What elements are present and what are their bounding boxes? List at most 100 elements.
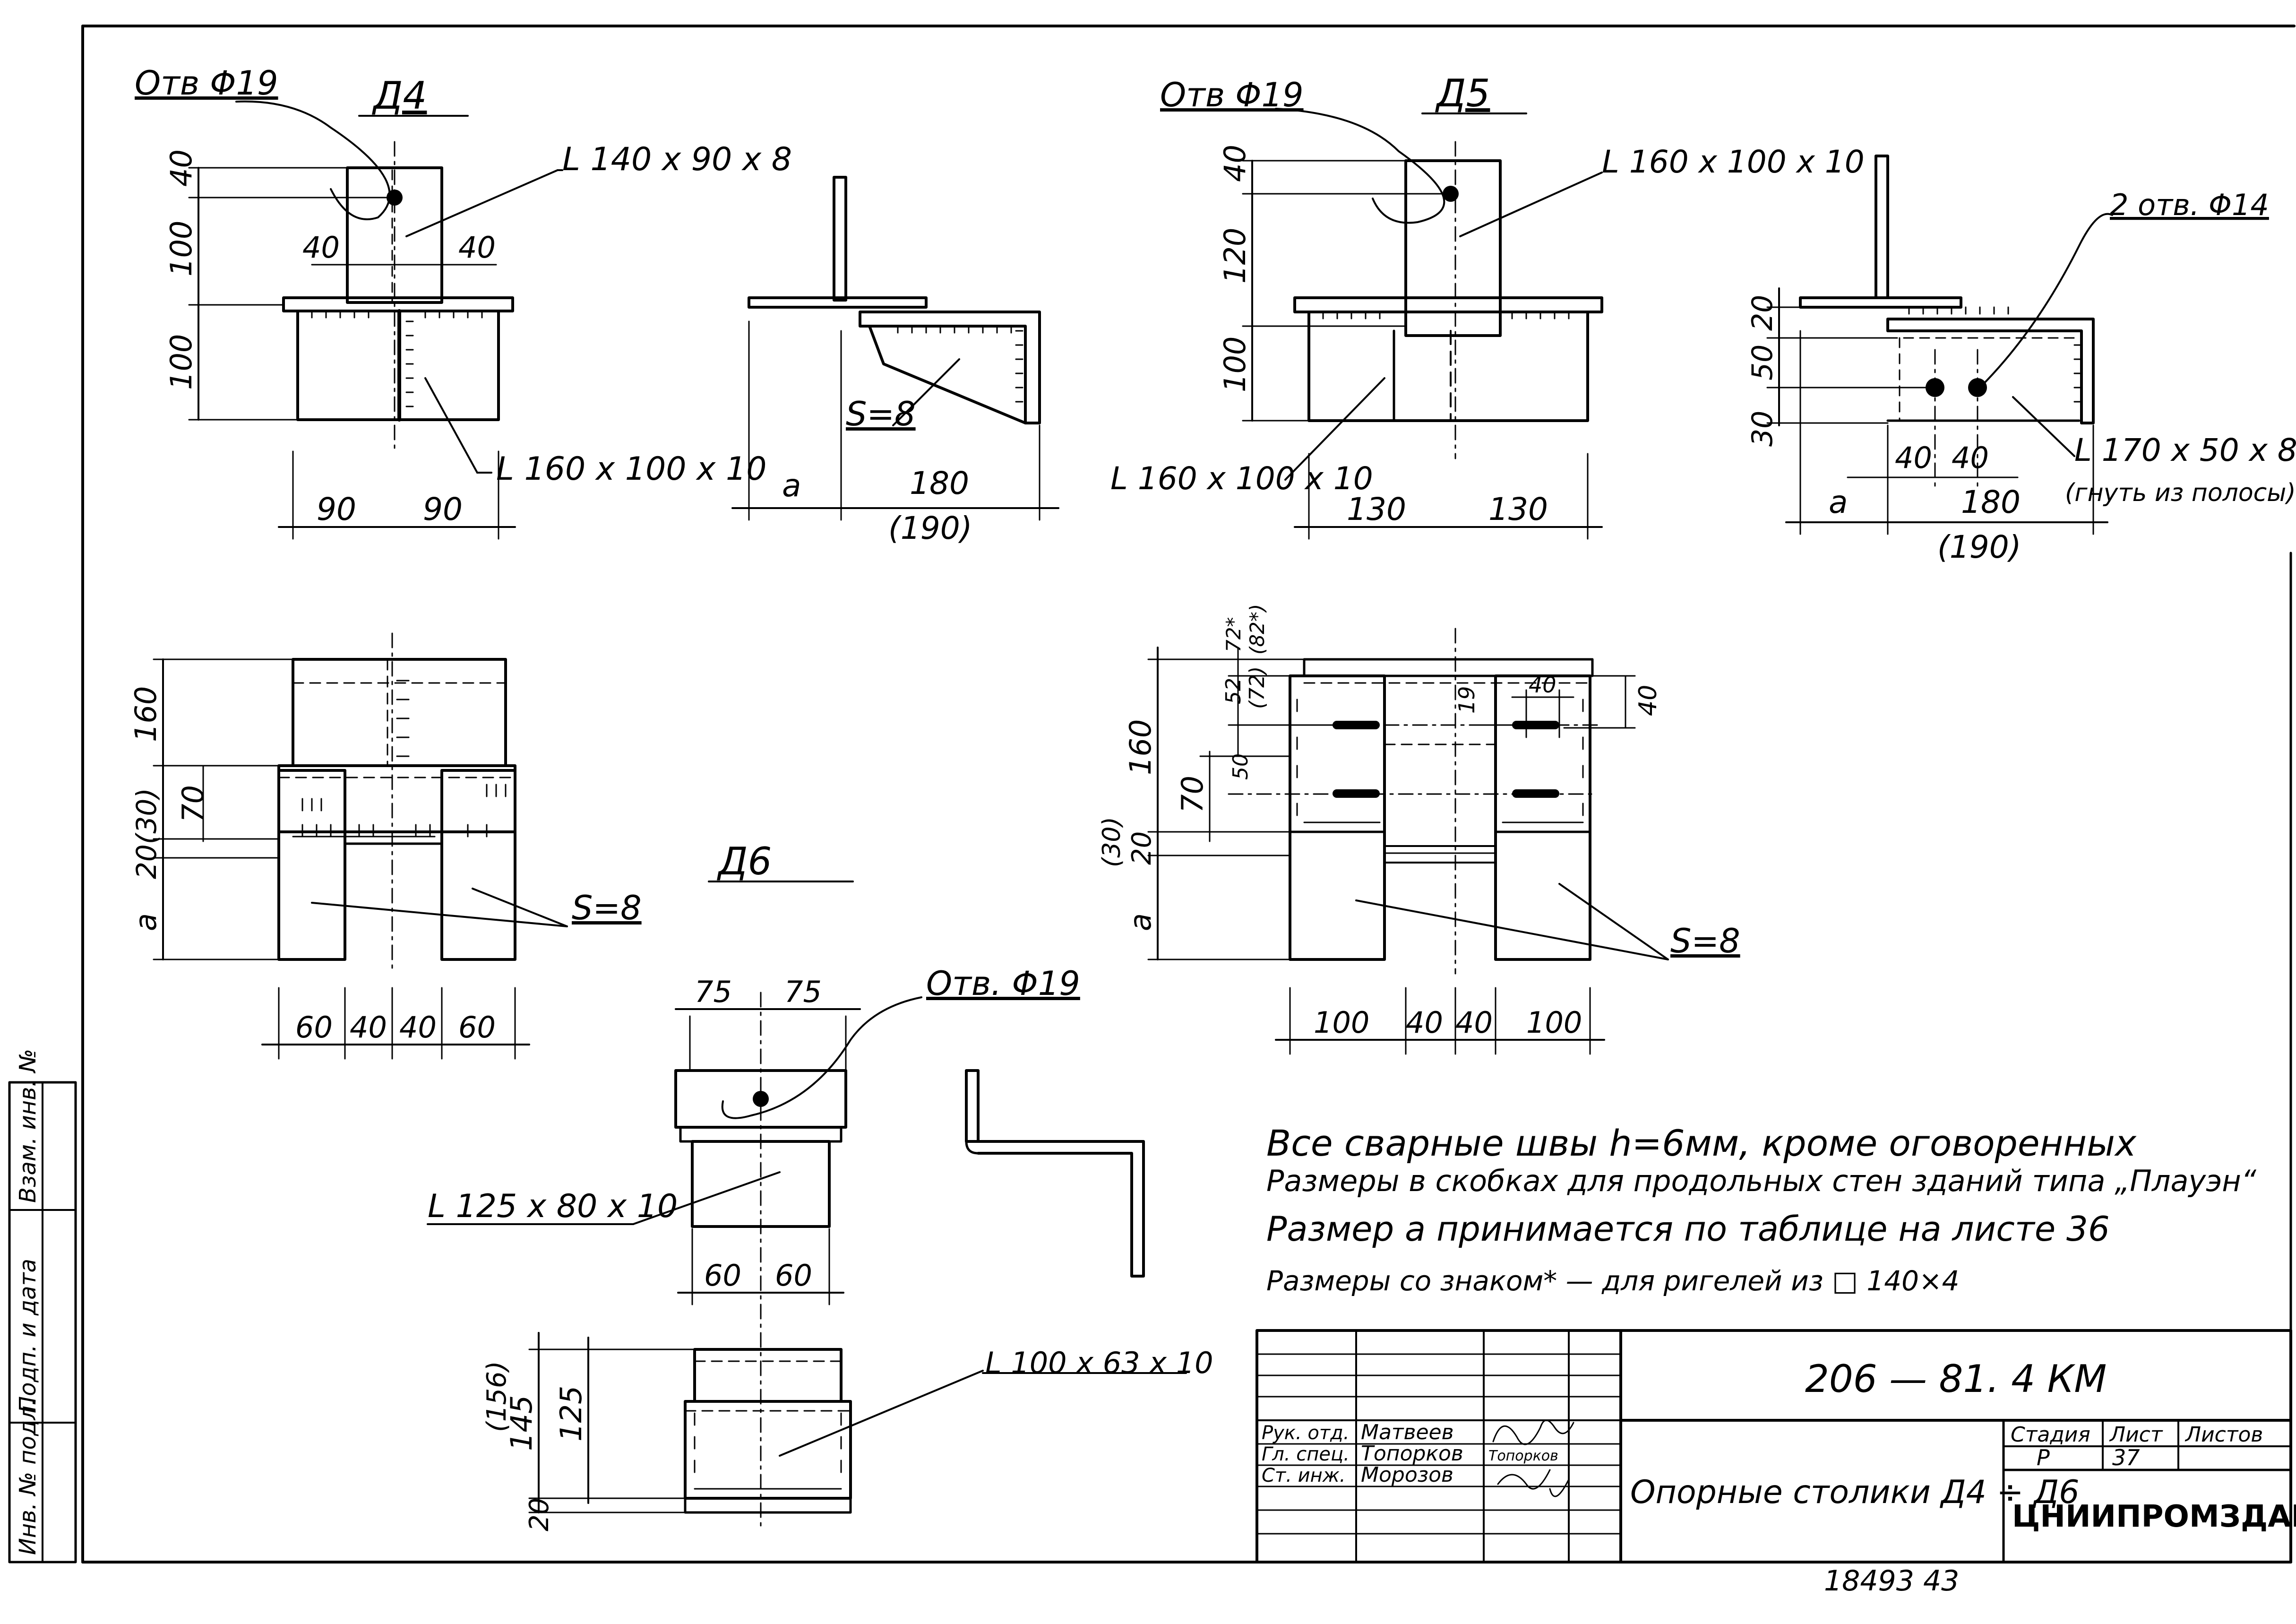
plan-right-dim-v8: (30) <box>1098 817 1126 867</box>
title-block: Рук. отд. Матвеев Гл. спец. Топорков Топ… <box>1255 1329 2296 1564</box>
d4-dim-b1: 90 <box>317 491 356 527</box>
tb-h-stage: Стадия <box>2011 1423 2090 1447</box>
plan-right-plate: S=8 <box>1670 922 1740 960</box>
notes-block: Все сварные швы h=6мм, кроме оговоренных… <box>1266 1122 2257 1297</box>
d4-hole-label: Отв Φ19 <box>135 64 278 103</box>
plan-left-dim-b4: 60 <box>458 1010 496 1045</box>
stamp-inv-no: Инв. № подл. <box>15 1399 41 1555</box>
d5-dim-b2: 130 <box>1488 491 1548 527</box>
d5-side-hole-dim-1: 40 <box>1895 441 1932 475</box>
d5-side-angle-note: (гнуть из полосы) <box>2065 479 2296 507</box>
d5-dim-v2: 120 <box>1218 228 1252 284</box>
d4-side-dim-a: a <box>782 467 801 504</box>
d5-dim-v3: 100 <box>1218 337 1252 392</box>
plan-right-dim-v7: 70 <box>1175 776 1210 813</box>
slot-right-bottom <box>1512 789 1559 798</box>
note-welds: Все сварные швы h=6мм, кроме оговоренных <box>1266 1122 2137 1164</box>
plan-right-dim-v5: 50 <box>1229 753 1253 780</box>
plan-left-dim-b3: 40 <box>399 1010 437 1045</box>
plan-left-dim-v1: 160 <box>129 686 163 742</box>
plan-right-dim-v2: (82*) <box>1246 604 1269 655</box>
plan-right-dim-v6: 160 <box>1123 719 1158 775</box>
view-d4-side: S=8 a 180 (190) <box>731 176 1059 546</box>
tb-name-3: Морозов <box>1361 1463 1453 1487</box>
margin-stamp: Инв. № подл. Подп. и дата Взам. инв. № <box>8 1049 77 1564</box>
stamp-sign-date: Подп. и дата <box>15 1259 41 1413</box>
d4-angle-bottom: L 160 x 100 x 10 <box>496 450 767 488</box>
view-d5-side: 2 отв. Φ14 L 170 x 50 x 8 (гнуть из поло… <box>1746 155 2296 565</box>
d6-dim-v1: (156) <box>482 1361 512 1432</box>
d4-dim-v3: 100 <box>164 334 198 390</box>
plan-right-dim-b1: 100 <box>1314 1005 1369 1040</box>
d4-dim-b2: 90 <box>423 491 463 527</box>
plan-right-dim-v4: (72) <box>1245 666 1269 709</box>
tb-name-1: Матвеев <box>1361 1420 1454 1444</box>
d5-side-dim-v3: 30 <box>1746 411 1779 447</box>
d4-side-dim-len-alt: (190) <box>888 510 972 546</box>
d4-dim-v1: 40 <box>164 149 198 187</box>
footer-number: 18493 43 <box>1824 1564 1959 1598</box>
d4-dim-v2: 100 <box>164 221 198 276</box>
plan-right-slot-3: 40 <box>1634 685 1662 716</box>
d6-angle-bottom: L 100 x 63 x 10 <box>985 1346 1213 1380</box>
d5-dim-b1: 130 <box>1347 491 1406 527</box>
view-d4-front: Д4 Отв Φ19 L 140 x 90 x 8 L 160 x 100 x … <box>135 64 792 540</box>
d5-side-angle: L 170 x 50 x 8 <box>2074 432 2296 468</box>
tb-role-2: Гл. спец. <box>1262 1443 1350 1465</box>
note-brackets: Размеры в скобках для продольных стен зд… <box>1266 1164 2257 1198</box>
plan-left-dim-b2: 40 <box>350 1010 387 1045</box>
plan-right-dim-b3: 40 <box>1455 1005 1493 1040</box>
d5-side-hole-dim-2: 40 <box>1952 441 1989 475</box>
d6-dim-v3: 125 <box>554 1386 588 1442</box>
view-d6-front: Отв. Φ19 75 75 L 125 x 80 x 10 60 60 L 1… <box>427 964 1213 1532</box>
d5-hole-label: Отв Φ19 <box>1160 76 1304 114</box>
plan-left-dim-v4: a <box>129 913 163 931</box>
tb-signatures <box>1492 1419 1574 1497</box>
d5-side-dim-v2: 50 <box>1746 345 1779 380</box>
d6-dim-mid1: 60 <box>704 1258 741 1293</box>
d6-dim-v2: 145 <box>504 1395 539 1451</box>
tb-sheet: 37 <box>2112 1445 2140 1470</box>
d5-title: Д5 <box>1435 71 1490 115</box>
plan-right-dim-b4: 100 <box>1526 1005 1582 1040</box>
tb-role-3: Ст. инж. <box>1262 1465 1346 1486</box>
tb-organization: ЦНИИПРОМЗДАНИЙ <box>2012 1498 2296 1534</box>
d6-title: Д6 <box>717 839 772 883</box>
d4-side-plate: S=8 <box>846 395 916 433</box>
d5-dim-v1: 40 <box>1218 145 1252 182</box>
d5-angle-bottom: L 160 x 100 x 10 <box>1110 460 1373 497</box>
plan-right-dim-v10: a <box>1123 913 1158 931</box>
plan-right-slot-2: 19 <box>1454 686 1479 714</box>
tb-name-2: Топорков <box>1361 1442 1463 1466</box>
tb-role-1: Рук. отд. <box>1262 1422 1350 1444</box>
plan-left-plate: S=8 <box>572 889 642 927</box>
d6-angle-top: L 125 x 80 x 10 <box>428 1188 678 1225</box>
tb-title: Опорные столики Д4 ÷ Д6 <box>1630 1474 2079 1511</box>
d5-side-holes: 2 отв. Φ14 <box>2110 188 2269 222</box>
d5-side-dim-len-alt: (190) <box>1937 529 2021 565</box>
tb-doc-code: 206 — 81. 4 КМ <box>1805 1357 2107 1401</box>
d5-side-dim-len: 180 <box>1961 484 2021 520</box>
d4-title: Д4 <box>372 74 427 118</box>
stamp-replace-inv: Взам. инв. № <box>15 1049 41 1203</box>
view-plan-left: S=8 160 70 20(30) a 60 40 40 60 <box>129 632 642 1060</box>
note-dim-a: Размер a принимается по таблице на листе… <box>1266 1209 2110 1249</box>
d6-dim-v4: 20 <box>524 1498 555 1531</box>
d6-dim-mid2: 60 <box>775 1258 812 1293</box>
d6-dim-top2: 75 <box>784 975 822 1009</box>
plan-left-dim-b1: 60 <box>295 1010 333 1045</box>
plan-right-dim-v1: 72* <box>1222 617 1245 652</box>
d6-hole-label: Отв. Φ19 <box>926 964 1080 1003</box>
d5-side-dim-a: a <box>1829 484 1848 520</box>
view-d5-front: Д5 Отв Φ19 L 160 x 100 x 10 L 160 x 100 … <box>1110 71 1865 540</box>
plan-right-dim-v9: 20 <box>1127 831 1157 865</box>
d4-dim-top2: 40 <box>458 230 496 265</box>
plan-left-dim-v2: 70 <box>176 785 210 822</box>
note-asterisk: Размеры со знаком* — для ригелей из □ 14… <box>1266 1265 1960 1297</box>
tb-stage: Р <box>2037 1445 2050 1470</box>
plan-right-slot-1: 40 <box>1529 672 1556 698</box>
d4-angle-top: L 140 x 90 x 8 <box>562 141 792 178</box>
tb-h-sheets: Листов <box>2184 1423 2263 1447</box>
